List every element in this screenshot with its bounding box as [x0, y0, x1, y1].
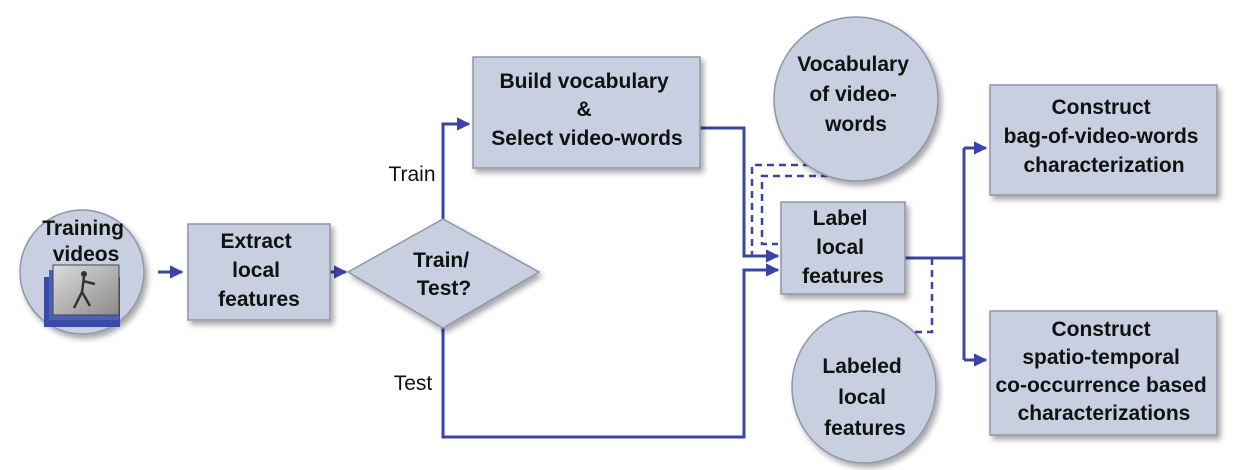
train-test-decision-node: Train/ Test? — [346, 218, 541, 329]
dashed-vocab-to-label-1 — [750, 163, 822, 258]
vocabulary-ellipse-node: Vocabulary of video- words — [773, 16, 939, 182]
label-features-node: Label local features — [780, 201, 906, 295]
video-thumbnail-icon — [44, 264, 120, 327]
trunk-label-to-constructs — [905, 148, 966, 360]
build-vocabulary-label: Build vocabulary & Select video-words — [491, 70, 682, 150]
construct-spatio-node: Construct spatio-temporal co-occurrence … — [989, 310, 1218, 436]
construct-spatio-label: Construct spatio-temporal co-occurrence … — [995, 318, 1212, 425]
edge-label-train: Train — [388, 163, 435, 186]
extract-features-node: Extract local features — [187, 223, 331, 321]
dashed-label-to-labeled — [903, 258, 934, 334]
edge-label-test: Test — [394, 372, 433, 395]
arrow-decision-to-build — [441, 117, 471, 219]
construct-bag-node: Construct bag-of-video-words characteriz… — [989, 84, 1218, 196]
labeled-features-ellipse-node: Labeled local features — [791, 310, 937, 464]
labeled-features-label: Labeled local features — [822, 355, 907, 440]
label-features-label: Label local features — [802, 207, 884, 288]
extract-features-label: Extract local features — [218, 230, 300, 311]
vocabulary-ellipse-label: Vocabulary of video- words — [797, 53, 915, 136]
build-vocabulary-node: Build vocabulary & Select video-words — [472, 56, 701, 169]
arrow-build-to-label — [700, 126, 780, 263]
decision-label: Train/ Test? — [413, 249, 475, 300]
training-videos-node: Training videos — [19, 209, 145, 335]
training-videos-label: Training videos — [42, 217, 130, 266]
dashed-vocab-to-label-2 — [760, 174, 828, 246]
arrow-decision-to-label-test — [441, 263, 780, 439]
construct-bag-label: Construct bag-of-video-words characteriz… — [1004, 96, 1205, 177]
connectors — [158, 117, 988, 439]
